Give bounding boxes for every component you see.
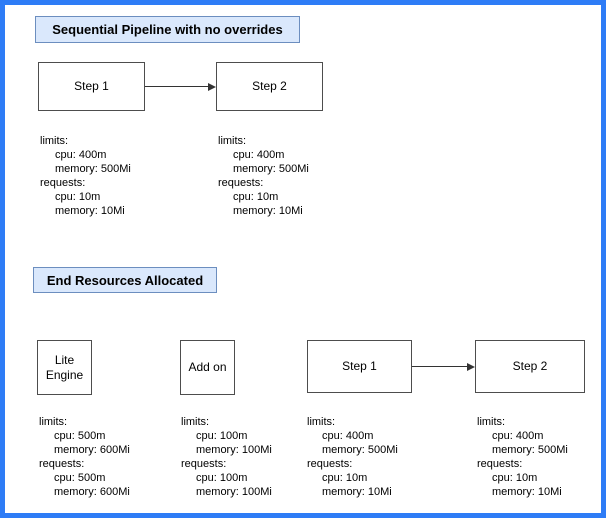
resource-line: limits: [181,416,210,428]
arrow-line [412,366,467,367]
node-label: Lite Engine [45,352,84,382]
section1-title: Sequential Pipeline with no overrides [35,16,300,43]
resource-line: requests: [181,458,227,470]
node-step1-bottom: Step 1 [307,340,412,393]
resource-block-step2-top: limits: cpu: 400m memory: 500Mi requests… [218,134,309,218]
resource-line: memory: 500Mi [322,444,398,456]
resource-line: cpu: 400m [322,430,374,442]
resource-line: cpu: 400m [55,149,107,161]
resource-block-add-on: limits: cpu: 100m memory: 100Mi requests… [181,415,272,499]
resource-line: requests: [39,458,85,470]
resource-line: cpu: 400m [492,430,544,442]
resource-line: cpu: 10m [55,191,101,203]
resource-line: limits: [218,135,247,147]
resource-line: memory: 500Mi [55,163,131,175]
resource-block-step1-bottom: limits: cpu: 400m memory: 500Mi requests… [307,415,398,499]
resource-line: cpu: 10m [492,472,538,484]
resource-line: requests: [40,177,86,189]
resource-line: memory: 100Mi [196,486,272,498]
resource-line: limits: [39,416,68,428]
arrow-step1-to-step2-bottom [412,362,475,371]
resource-line: cpu: 10m [322,472,368,484]
resource-block-step2-bottom: limits: cpu: 400m memory: 500Mi requests… [477,415,568,499]
resource-line: limits: [40,135,69,147]
section2-title: End Resources Allocated [33,267,217,293]
node-label: Add on [188,360,227,374]
resource-line: cpu: 500m [54,430,106,442]
resource-line: requests: [307,458,353,470]
resource-line: limits: [307,416,336,428]
resource-line: requests: [218,177,264,189]
arrow-step1-to-step2-top [145,82,216,91]
arrow-head-icon [467,362,475,371]
resource-line: memory: 10Mi [492,486,562,498]
node-step1-top: Step 1 [38,62,145,111]
resource-line: cpu: 500m [54,472,106,484]
resource-line: memory: 500Mi [233,163,309,175]
arrow-line [145,86,208,87]
node-label: Step 2 [252,79,287,93]
resource-line: memory: 500Mi [492,444,568,456]
arrow-head-icon [208,82,216,91]
resource-line: requests: [477,458,523,470]
node-step2-bottom: Step 2 [475,340,585,393]
resource-line: cpu: 100m [196,472,248,484]
resource-line: memory: 10Mi [233,205,303,217]
resource-block-step1-top: limits: cpu: 400m memory: 500Mi requests… [40,134,131,218]
resource-line: cpu: 10m [233,191,279,203]
node-add-on: Add on [180,340,235,395]
resource-line: memory: 100Mi [196,444,272,456]
node-lite-engine: Lite Engine [37,340,92,395]
resource-line: memory: 10Mi [322,486,392,498]
node-label: Step 2 [512,359,548,373]
resource-line: memory: 10Mi [55,205,125,217]
resource-line: limits: [477,416,506,428]
resource-block-lite-engine: limits: cpu: 500m memory: 600Mi requests… [39,415,130,499]
resource-line: memory: 600Mi [54,444,130,456]
node-label: Step 1 [342,359,377,373]
resource-line: memory: 600Mi [54,486,130,498]
node-label: Step 1 [74,79,109,93]
resource-line: cpu: 400m [233,149,285,161]
node-step2-top: Step 2 [216,62,323,111]
resource-line: cpu: 100m [196,430,248,442]
